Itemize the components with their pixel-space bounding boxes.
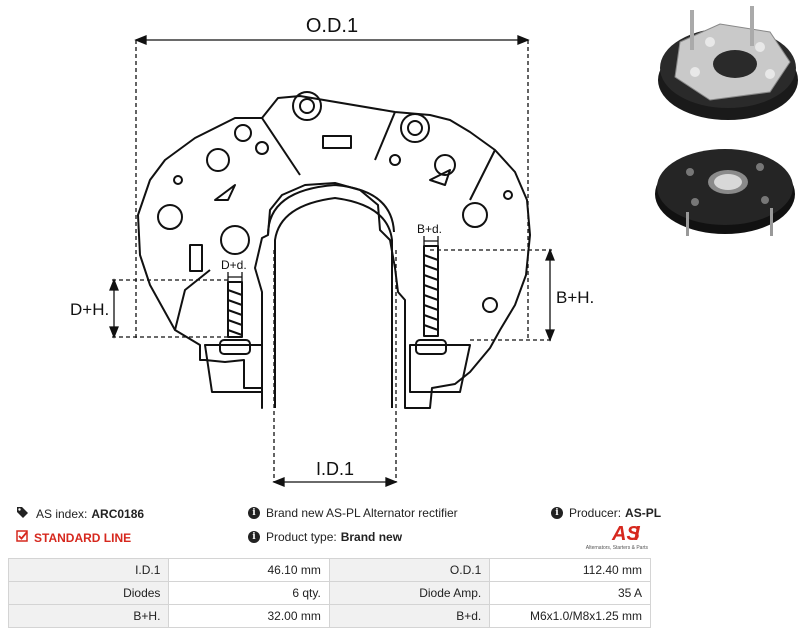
product-photo-bottom (655, 149, 795, 236)
tags-icon (16, 506, 30, 521)
spec-key: B+H. (7, 604, 170, 628)
bd-label: B+d. (417, 222, 442, 236)
id-label: I.D.1 (316, 459, 354, 479)
dd-label: D+d. (221, 258, 247, 272)
as-index: AS index: ARC0186 (16, 506, 144, 521)
product-photo-top (658, 6, 798, 120)
as-index-value: ARC0186 (91, 506, 145, 521)
standard-line-text: STANDARD LINE (34, 530, 132, 545)
product-type-label: Product type: (266, 530, 337, 544)
product-type: i Product type: Brand new (248, 530, 402, 544)
spec-table: I.D.1 46.10 mm O.D.1 112.40 mm Diodes 6 … (7, 558, 651, 628)
logo-brand: AS (611, 523, 640, 545)
description: i Brand new AS-PL Alternator rectifier (248, 506, 458, 520)
table-row: B+H. 32.00 mm B+d. M6x1.0/M8x1.25 mm (7, 604, 651, 628)
producer-value: AS-PL (625, 506, 662, 520)
as-pl-logo: AS Alternators, Starters & Parts (586, 523, 649, 551)
description-text: Brand new AS-PL Alternator rectifier (266, 506, 458, 520)
spec-value: 35 A (489, 581, 651, 605)
logo-tagline: Alternators, Starters & Parts (586, 545, 649, 551)
producer: i Producer: AS-PL (551, 506, 661, 520)
bore-outline (274, 197, 393, 408)
spec-value: 112.40 mm (489, 558, 651, 582)
rectifier-outline (137, 95, 531, 409)
dh-label: D+H. (70, 300, 109, 319)
spec-key: Diodes (7, 581, 170, 605)
spec-value: 46.10 mm (168, 558, 330, 582)
spec-value: 32.00 mm (168, 604, 330, 628)
standard-line: STANDARD LINE (16, 530, 131, 545)
spec-key: B+d. (328, 604, 491, 628)
table-row: Diodes 6 qty. Diode Amp. 35 A (7, 581, 651, 605)
info-icon: i (248, 507, 260, 519)
rectifier-technical-drawing: O.D.1 I.D.1 B+H. D+H. B+d. D+d. (70, 15, 594, 487)
spec-value: 6 qty. (168, 581, 330, 605)
info-icon: i (551, 507, 563, 519)
spec-key: Diode Amp. (328, 581, 491, 605)
spec-value: M6x1.0/M8x1.25 mm (489, 604, 651, 628)
spec-key: O.D.1 (328, 558, 491, 582)
info-icon: i (248, 531, 260, 543)
table-row: I.D.1 46.10 mm O.D.1 112.40 mm (7, 558, 651, 582)
checkbox-icon (16, 530, 28, 545)
spec-key: I.D.1 (7, 558, 170, 582)
as-index-label: AS index: (36, 506, 88, 521)
product-type-value: Brand new (340, 530, 403, 544)
bh-label: B+H. (556, 288, 594, 307)
producer-label: Producer: (569, 506, 622, 520)
od-label: O.D.1 (306, 15, 358, 37)
